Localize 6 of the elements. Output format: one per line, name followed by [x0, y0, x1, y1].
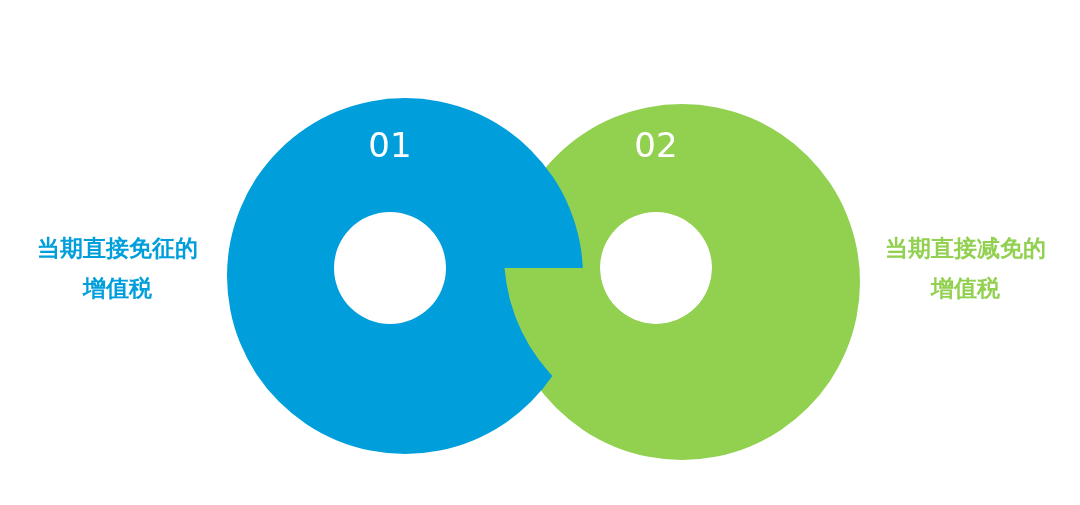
- side-label: 当期直接减免的增值税: [883, 234, 1047, 303]
- side-label: 当期直接免征的增值税: [35, 234, 199, 303]
- ring-number: 01: [368, 125, 412, 165]
- ring-number: 02: [634, 125, 678, 165]
- ring-shape: [227, 98, 583, 454]
- ring-shape: [504, 104, 860, 460]
